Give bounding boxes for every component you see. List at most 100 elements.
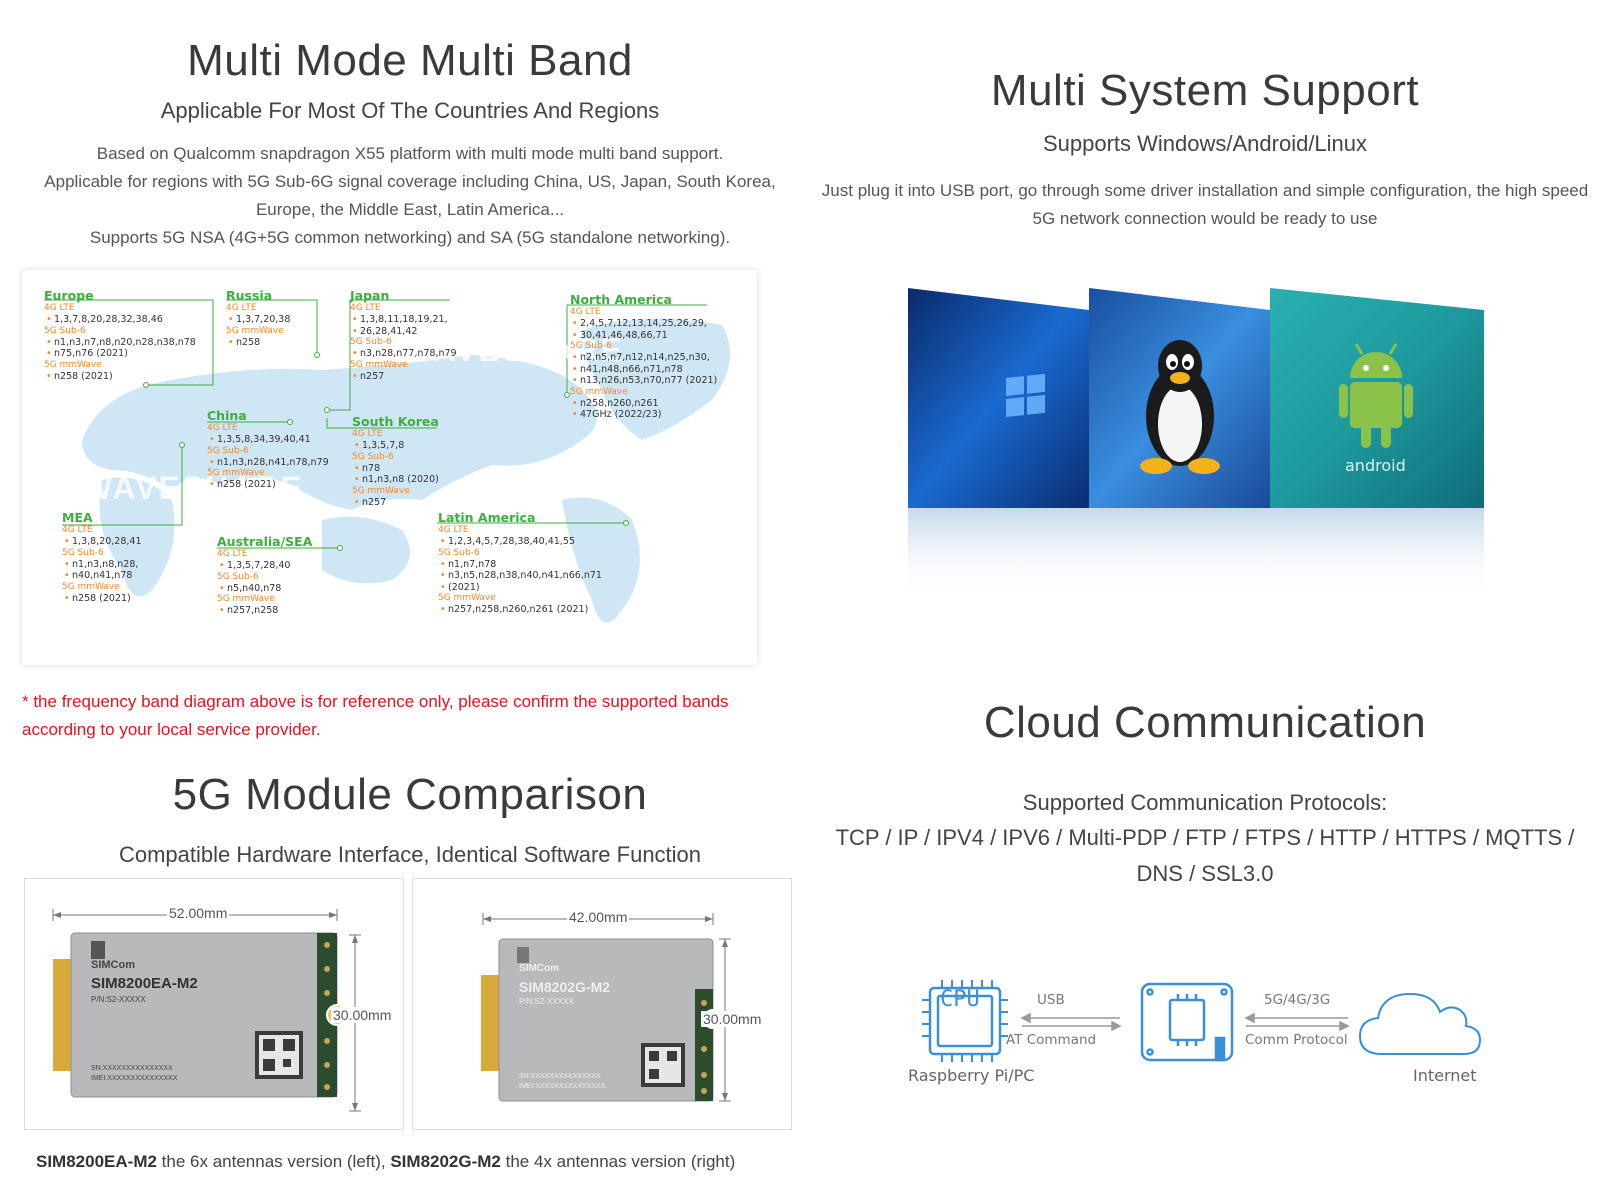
- comparison-title: 5G Module Comparison: [172, 770, 648, 819]
- region-name: MEA: [62, 510, 93, 525]
- module-brand: SIMCom: [91, 959, 135, 971]
- multimode-line-2: Applicable for regions with 5G Sub-6G si…: [44, 172, 776, 219]
- band-values: 1,3,7,20,38: [226, 314, 290, 326]
- region-japan: Japan 4G LTE 1,3,8,11,18,19,21, 26,28,41…: [350, 288, 457, 382]
- module-pn: P/N:S2-XXXXX: [519, 997, 574, 1006]
- windows-icon: [1006, 373, 1045, 417]
- region-russia: Russia 4G LTE 1,3,7,20,38 5G mmWave n258: [226, 288, 290, 348]
- band-values: n258 (2021): [207, 479, 329, 491]
- band-category: 5G mmWave: [217, 594, 275, 604]
- multimode-title: Multi Mode Multi Band: [187, 36, 633, 85]
- band-values: n258 (2021): [44, 371, 196, 383]
- usb-arrows: [1020, 1012, 1122, 1032]
- band-category: 4G LTE: [44, 303, 75, 313]
- cloud-title: Cloud Communication: [983, 698, 1427, 747]
- multisystem-description: Just plug it into USB port, go through s…: [821, 181, 1589, 228]
- frequency-disclaimer: * the frequency band diagram above is fo…: [22, 692, 729, 739]
- band-values: n1,n3,n28,n41,n78,n79: [207, 457, 329, 469]
- band-values: 2,4,5,7,12,13,14,25,26,29,: [570, 318, 717, 330]
- band-values: n75,n76 (2021): [44, 348, 196, 360]
- band-values: 1,3,7,8,20,28,32,38,46: [44, 314, 196, 326]
- network-label: 5G/4G/3G: [1264, 992, 1331, 1008]
- module-model: SIM8200EA-M2: [91, 975, 198, 992]
- band-category: 4G LTE: [438, 525, 469, 535]
- band-values: n3,n5,n28,n38,n40,n41,n66,n71: [438, 570, 602, 582]
- region-europe: Europe 4G LTE 1,3,7,8,20,28,32,38,46 5G …: [44, 288, 196, 382]
- band-values: n5,n40,n78: [217, 583, 312, 595]
- band-values: n1,n3,n8,n28,: [62, 559, 142, 571]
- width-dimension: 52.00mm: [167, 905, 230, 921]
- multisystem-subtitle: Supports Windows/Android/Linux: [1042, 131, 1368, 156]
- module-card-sim8202: 42.00mm 30.00mm SIMCom SIM8202G-M2 P/N:S…: [412, 878, 792, 1130]
- region-name: North America: [570, 292, 672, 307]
- band-values: n257: [352, 497, 439, 509]
- caption-model-2: SIM8202G-M2: [390, 1152, 501, 1171]
- region-name: Europe: [44, 288, 94, 303]
- region-south-korea: South Korea 4G LTE 1,3,5,7,8 5G Sub-6 n7…: [352, 414, 439, 508]
- region-north-america: North America 4G LTE 2,4,5,7,12,13,14,25…: [570, 292, 717, 421]
- band-values: n1,n3,n8 (2020): [352, 474, 439, 486]
- module-sn: SN:XXXXXXXXXXXXXXX: [91, 1065, 173, 1072]
- internet-label: Internet: [1413, 1066, 1477, 1085]
- host-label: Raspberry Pi/PC: [908, 1066, 1035, 1085]
- module-imei: IMEI:XXXXXXXXXXXXXXX: [91, 1075, 178, 1082]
- module-card-sim8200: 52.00mm 30.00mm SIMCom SIM8200EA-M2 P/N:…: [24, 878, 404, 1130]
- linux-penguin-icon: [1140, 340, 1220, 474]
- region-name: South Korea: [352, 414, 439, 429]
- region-name: Australia/SEA: [217, 534, 313, 549]
- band-category: 5G mmWave: [438, 593, 496, 603]
- caption-text-1: the 6x antennas version (left),: [156, 1152, 391, 1171]
- band-category: 5G Sub-6: [62, 547, 104, 558]
- 5g-module-icon: [1140, 982, 1234, 1062]
- cpu-text: CPU: [940, 987, 980, 1012]
- android-robot-icon: [1339, 343, 1413, 448]
- band-values: n1,n3,n7,n8,n20,n28,n38,n78: [44, 337, 196, 349]
- band-values: n257: [350, 371, 457, 383]
- multimode-line-1: Based on Qualcomm snapdragon X55 platfor…: [96, 144, 724, 163]
- band-values: n257,n258,n260,n261 (2021): [438, 604, 602, 616]
- region-name: Latin America: [438, 510, 536, 525]
- region-name: China: [207, 408, 247, 423]
- band-category: 5G mmWave: [62, 581, 120, 592]
- band-category: 5G Sub-6: [44, 325, 86, 336]
- region-mea: MEA 4G LTE 1,3,8,20,28,41 5G Sub-6 n1,n3…: [62, 510, 142, 604]
- band-category: 4G LTE: [350, 303, 381, 313]
- band-category: 5G mmWave: [350, 359, 408, 370]
- band-values: n78: [352, 463, 439, 475]
- band-values: 1,3,5,8,34,39,40,41: [207, 434, 329, 446]
- band-category: 5G mmWave: [207, 468, 265, 478]
- band-values: n258: [226, 337, 290, 349]
- band-category: 4G LTE: [226, 303, 257, 313]
- module-image-sim8200: [52, 909, 361, 1112]
- band-category: 5G mmWave: [352, 485, 410, 496]
- module-model: SIM8202G-M2: [519, 979, 611, 995]
- multimode-description: Based on Qualcomm snapdragon X55 platfor…: [30, 140, 790, 252]
- band-category: 5G mmWave: [570, 386, 628, 397]
- band-category: 5G Sub-6: [207, 445, 249, 456]
- width-dimension: 42.00mm: [567, 909, 630, 925]
- height-dimension: 30.00mm: [701, 1011, 764, 1027]
- band-category: 5G mmWave: [226, 325, 284, 336]
- band-category: 5G Sub-6: [217, 571, 259, 582]
- height-dimension: 30.00mm: [331, 1007, 394, 1023]
- at-command-label: AT Command: [1006, 1032, 1097, 1048]
- band-values: 1,3,5,7,8: [352, 440, 439, 452]
- comm-protocol-label: Comm Protocol: [1245, 1032, 1348, 1048]
- band-category: 5G Sub-6: [352, 451, 394, 462]
- protocols-label: Supported Communication Protocols:: [1022, 790, 1388, 815]
- cloud-icon: [1358, 992, 1482, 1055]
- band-category: 4G LTE: [570, 307, 601, 317]
- os-panels: [908, 288, 1484, 598]
- band-values: n13,n26,n53,n70,n77 (2021): [570, 375, 717, 387]
- comm-diagram: [922, 980, 1482, 1062]
- region-name: Japan: [350, 288, 390, 303]
- network-arrows: [1244, 1012, 1350, 1032]
- band-values: n2,n5,n7,n12,n14,n25,n30,: [570, 352, 717, 364]
- protocols-list: TCP / IP / IPV4 / IPV6 / Multi-PDP / FTP…: [835, 825, 1575, 886]
- cpu-chip-icon: [922, 980, 1008, 1062]
- band-values: (2021): [438, 582, 602, 594]
- module-brand: SIMCom: [519, 963, 559, 974]
- usb-label: USB: [1037, 992, 1065, 1008]
- band-values: n40,n41,n78: [62, 570, 142, 582]
- band-category: 4G LTE: [207, 423, 238, 433]
